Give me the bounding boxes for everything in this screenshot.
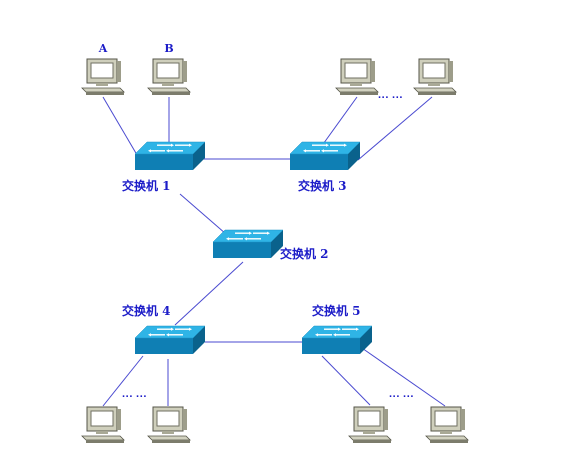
link-s2-s4	[174, 261, 244, 326]
switch-5-icon	[301, 325, 373, 355]
computer-8-icon	[425, 406, 469, 444]
switch-2-label: 交换机 2	[280, 246, 329, 261]
link-s5-pc8	[358, 345, 446, 407]
switch-2-icon	[212, 229, 284, 259]
computer-6-icon	[147, 406, 191, 444]
computer-4-icon	[413, 58, 457, 96]
switch-3-label: 交换机 3	[298, 178, 347, 193]
computer-b-label: B	[164, 42, 173, 55]
switch-1-label: 交换机 1	[122, 178, 171, 193]
more-computers-ellipsis-bottom-left: ··· ···	[122, 391, 147, 403]
switch-3-icon	[289, 141, 361, 171]
switch-4-icon	[134, 325, 206, 355]
computer-3-icon	[335, 58, 379, 96]
link-pc3-s3	[320, 96, 358, 148]
computer-b-icon	[147, 58, 191, 96]
link-s1-s2	[179, 193, 227, 235]
more-computers-ellipsis-bottom-right: ··· ···	[389, 391, 414, 403]
connection-lines	[102, 96, 446, 407]
switch-4-label: 交换机 4	[122, 303, 171, 318]
link-s4-pc5	[102, 355, 144, 407]
link-a-s1	[102, 96, 141, 161]
computer-5-icon	[81, 406, 125, 444]
computer-a-label: A	[98, 42, 108, 55]
more-computers-ellipsis-top: ··· ···	[378, 92, 403, 104]
link-pc4-s3	[357, 96, 433, 161]
switch-5-label: 交换机 5	[312, 303, 361, 318]
switch-1-icon	[134, 141, 206, 171]
link-s5-pc7	[321, 355, 371, 406]
computer-7-icon	[348, 406, 392, 444]
computer-a-icon	[81, 58, 125, 96]
